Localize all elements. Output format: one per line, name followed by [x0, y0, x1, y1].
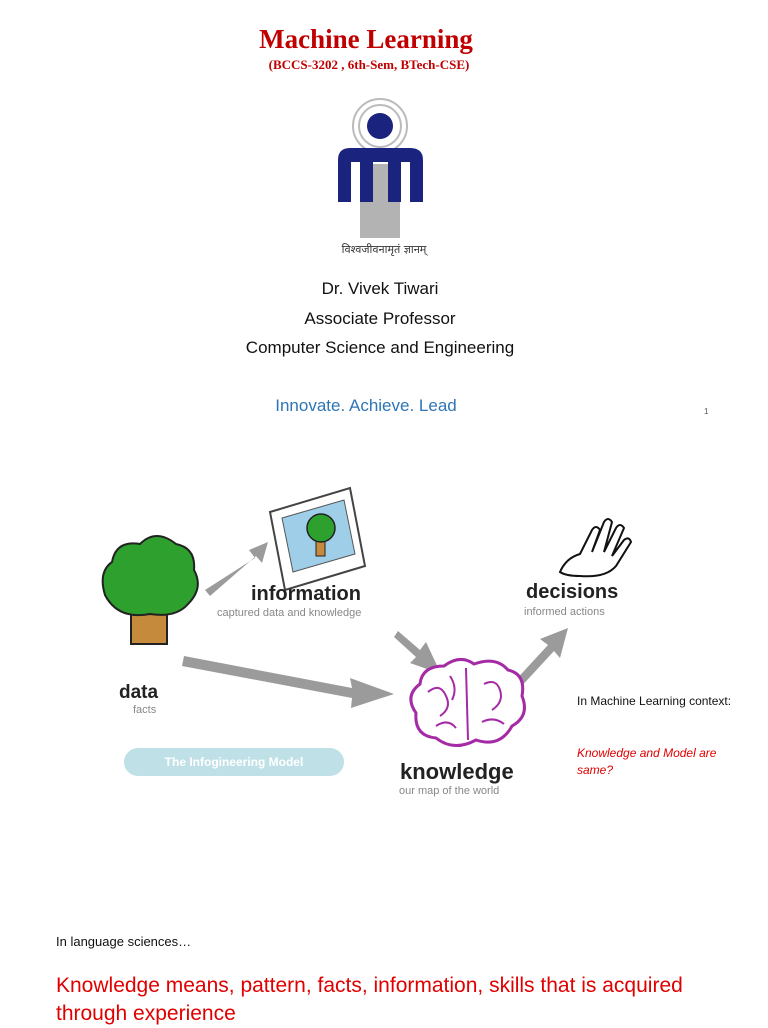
model-badge: The Infogineering Model: [124, 748, 344, 776]
information-sublabel: captured data and knowledge: [217, 607, 361, 619]
author-name: Dr. Vivek Tiwari: [0, 279, 760, 299]
ml-question: Knowledge and Model are same?: [577, 745, 737, 779]
university-logo: [330, 96, 430, 241]
author-department: Computer Science and Engineering: [0, 338, 760, 358]
knowledge-definition: Knowledge means, pattern, facts, informa…: [56, 972, 756, 1028]
tagline: Innovate. Achieve. Lead: [0, 396, 732, 416]
knowledge-label: knowledge: [400, 759, 514, 785]
knowledge-sublabel: our map of the world: [399, 785, 499, 797]
page-number: 1: [704, 407, 708, 416]
data-label: data: [119, 682, 158, 704]
tree-icon: [103, 536, 198, 644]
page-title: Machine Learning: [0, 24, 732, 55]
information-label: information: [251, 583, 361, 606]
language-sciences-note: In language sciences…: [56, 934, 191, 949]
logo-motto: विश्वजीवनामृतं ज्ञानम्: [0, 242, 768, 257]
arrow-data-to-knowledge: [182, 656, 394, 708]
data-sublabel: facts: [133, 704, 156, 716]
photo-icon: [270, 488, 365, 590]
course-subtitle: (BCCS-3202 , 6th-Sem, BTech-CSE): [0, 57, 738, 73]
hand-icon: [560, 519, 631, 576]
ml-context-note: In Machine Learning context:: [577, 693, 737, 710]
brain-icon: [411, 659, 525, 745]
author-position: Associate Professor: [0, 309, 760, 329]
decisions-sublabel: informed actions: [524, 606, 605, 618]
decisions-label: decisions: [526, 581, 618, 604]
